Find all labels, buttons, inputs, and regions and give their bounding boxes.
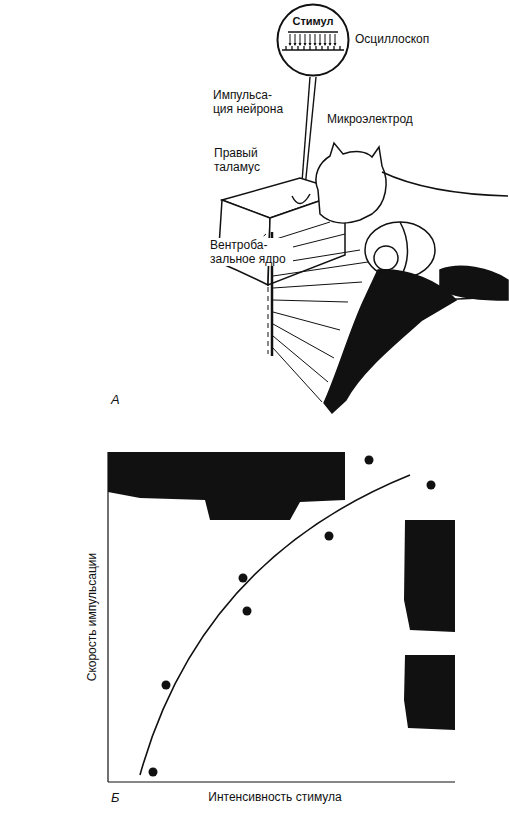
oscilloscope-outline [276,3,350,77]
structure-label: Правый таламус [213,146,277,174]
cat-figure [316,143,508,413]
panel-letter: Б [110,790,120,806]
chart-frame [108,452,455,782]
signal-label: Импульса- ция нейрона [212,88,290,116]
response-curve [140,475,410,775]
axis-title: Интенсивность стимула [207,790,342,804]
axis-title: Скорость импульсации [85,552,99,683]
scan-artifacts [108,452,455,730]
oscilloscope-screen: Стимул [276,3,350,77]
screen-label: Стимул [276,15,350,28]
data-points [149,456,436,777]
device-label: Микроэлектрод [326,112,414,126]
structure-label: Вентроба- зальное ядро [209,238,293,266]
panel-letter: А [110,392,121,408]
device-label: Осциллоскоп [354,32,430,46]
